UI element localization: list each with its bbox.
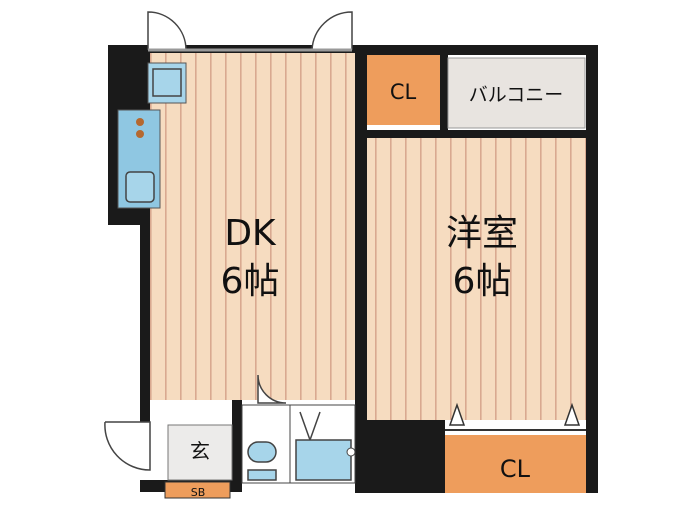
shoe-box [164, 481, 231, 499]
dk-room-name: DK [224, 213, 277, 254]
western-room-name: 洋室 [446, 213, 518, 254]
burner-icon [136, 130, 144, 138]
shoe-box-label: SB [191, 486, 206, 499]
dk-floor [150, 53, 355, 400]
closet-top [367, 55, 440, 125]
western-room-size: 6帖 [453, 261, 512, 302]
bathroom [289, 404, 356, 484]
bathtub-icon [295, 439, 352, 481]
balcony [447, 57, 586, 129]
closet-top-label: CL [390, 80, 417, 104]
top-doors [147, 11, 353, 52]
sink-icon [125, 171, 155, 203]
western-room-floor [367, 138, 586, 420]
dk-room-size: 6帖 [221, 261, 280, 302]
entrance [104, 421, 233, 499]
balcony-label: バルコニー [469, 84, 564, 106]
toilet-icon [247, 441, 277, 463]
closet-bottom-label: CL [500, 455, 531, 483]
kitchen-counter [117, 109, 161, 209]
burner-icon [136, 118, 144, 126]
entrance-label: 玄 [190, 439, 210, 463]
closet-bottom [445, 435, 586, 493]
